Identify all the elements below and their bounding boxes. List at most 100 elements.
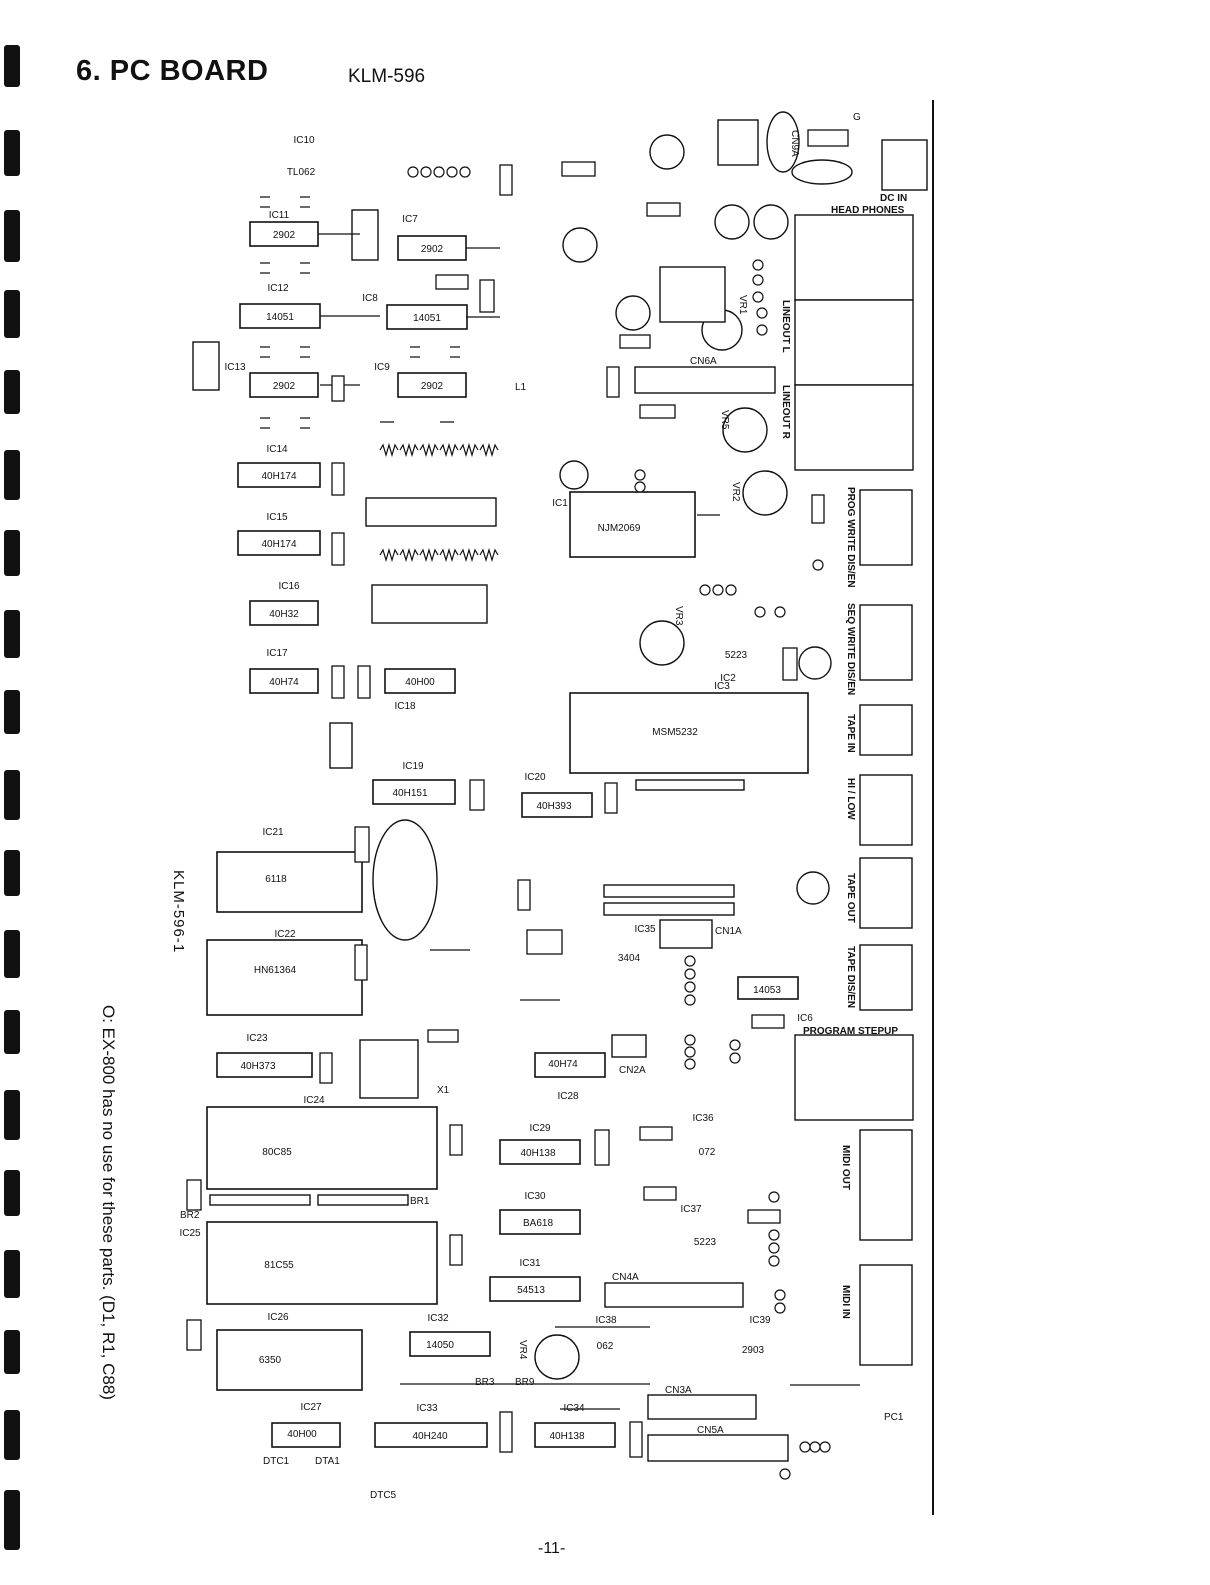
connector-label: CN4A <box>612 1272 639 1283</box>
chip-body <box>569 692 809 774</box>
chip-ref: IC14 <box>266 444 288 455</box>
connector-body <box>371 584 488 624</box>
chip-label: 6118 <box>265 874 287 885</box>
chip-ref: IC25 <box>179 1228 201 1239</box>
chip-label: 2903 <box>742 1345 765 1356</box>
chip-body <box>521 792 593 818</box>
chip-ref: IC18 <box>394 701 416 712</box>
chip-ref: IC28 <box>557 1091 579 1102</box>
connector-body <box>317 1194 409 1206</box>
chip-ref: IC9 <box>374 362 390 373</box>
connector-label: CN9A <box>789 130 800 157</box>
edge-label: DC IN <box>880 193 907 204</box>
chip-label: 40H240 <box>412 1431 447 1442</box>
chip-ref: IC29 <box>529 1123 551 1134</box>
part-label: L1 <box>515 382 527 393</box>
chip-label: NJM2069 <box>598 523 641 534</box>
edge-label: LINEOUT L <box>780 300 791 353</box>
chip-label: 40H174 <box>261 471 296 482</box>
chip-ref: IC33 <box>416 1403 438 1414</box>
chip-ref: IC26 <box>267 1312 289 1323</box>
chip-body <box>206 1106 438 1190</box>
chip-ref: IC20 <box>524 772 546 783</box>
part-label: VR3 <box>673 606 684 626</box>
chip-label: HN61364 <box>254 965 297 976</box>
chip-ref: IC8 <box>362 293 378 304</box>
chip-label: 14050 <box>426 1340 454 1351</box>
chip-ref: IC13 <box>224 362 246 373</box>
connector-label: CN2A <box>619 1065 646 1076</box>
chip-label: 40H138 <box>520 1148 555 1159</box>
chip-ref: IC35 <box>634 924 656 935</box>
chip-body <box>237 462 321 488</box>
dc-in-jack <box>881 139 928 191</box>
tape-in-jack <box>859 704 913 756</box>
chip-ref: IC23 <box>246 1033 268 1044</box>
chip-label: 40H32 <box>269 609 299 620</box>
part-label: X1 <box>437 1085 450 1096</box>
part-label: BR1 <box>410 1196 430 1207</box>
chip-label: 2902 <box>273 381 296 392</box>
chip-ref: IC11 <box>269 210 290 221</box>
chip-label: 2902 <box>421 381 444 392</box>
connector-body <box>647 1394 757 1420</box>
chip-body <box>216 851 363 913</box>
chip-label: 80C85 <box>262 1147 292 1158</box>
part-label: G <box>853 112 861 123</box>
chip-ref: IC10 <box>293 135 315 146</box>
chip-body <box>737 976 799 1000</box>
chip-label: 3404 <box>618 953 641 964</box>
chip-ref: IC19 <box>402 761 424 772</box>
connector-body <box>604 1282 744 1308</box>
chip-body <box>237 530 321 556</box>
binding-holes <box>0 40 26 1585</box>
connector-label: CN5A <box>697 1425 724 1436</box>
part-label: BR9 <box>515 1377 535 1388</box>
model-number: KLM-596 <box>348 66 426 87</box>
hi-low-switch <box>859 774 913 846</box>
chip-label: 40H74 <box>548 1059 578 1070</box>
chip-label: 14051 <box>266 312 294 323</box>
chip-ref: IC15 <box>266 512 288 523</box>
chip-label: 14053 <box>753 985 781 996</box>
lineout-l-jack <box>794 299 914 386</box>
chip-ref: IC37 <box>680 1204 702 1215</box>
chip-ref: IC6 <box>797 1013 813 1024</box>
chip-body <box>271 1422 341 1448</box>
part-label: VR4 <box>517 1340 528 1360</box>
part-label: BR2 <box>180 1210 200 1221</box>
part-label: PC1 <box>884 1412 904 1423</box>
chip-label: BA618 <box>523 1218 553 1229</box>
chip-label: 5223 <box>694 1237 717 1248</box>
chip-body <box>386 304 468 330</box>
program-stepup-jack <box>794 1034 914 1121</box>
parts-note: O: EX-800 has no use for these parts. (D… <box>99 1005 118 1400</box>
chip-label: 40H00 <box>405 677 435 688</box>
chip-label: MSM5232 <box>652 727 698 738</box>
chip-label: 40H174 <box>261 539 296 550</box>
edge-label: SEQ WRITE DIS/EN <box>845 603 856 695</box>
chip-label: 072 <box>699 1147 716 1158</box>
chip-body <box>249 600 319 626</box>
chip-body <box>372 779 456 805</box>
chip-body <box>249 668 319 694</box>
board-side-label: KLM-596-1 <box>170 870 187 954</box>
chip-label: 5223 <box>725 650 748 661</box>
chip-ref: IC34 <box>563 1403 585 1414</box>
connector-body <box>647 1434 789 1462</box>
chip-body <box>397 372 467 398</box>
chip-body <box>216 1052 313 1078</box>
chip-label: 40H00 <box>287 1429 317 1440</box>
chip-body <box>534 1052 606 1078</box>
chip-body <box>397 235 467 261</box>
chip-body <box>206 939 363 1016</box>
chip-ref: IC16 <box>278 581 300 592</box>
chip-ref: IC17 <box>266 648 288 659</box>
chip-ref: IC31 <box>519 1258 541 1269</box>
chip-ref: IC2 <box>720 673 736 684</box>
edge-label: MIDI OUT <box>840 1145 851 1190</box>
part-label: BR3 <box>475 1377 495 1388</box>
part-label: VR2 <box>730 482 741 502</box>
chip-ref: IC24 <box>303 1095 325 1106</box>
